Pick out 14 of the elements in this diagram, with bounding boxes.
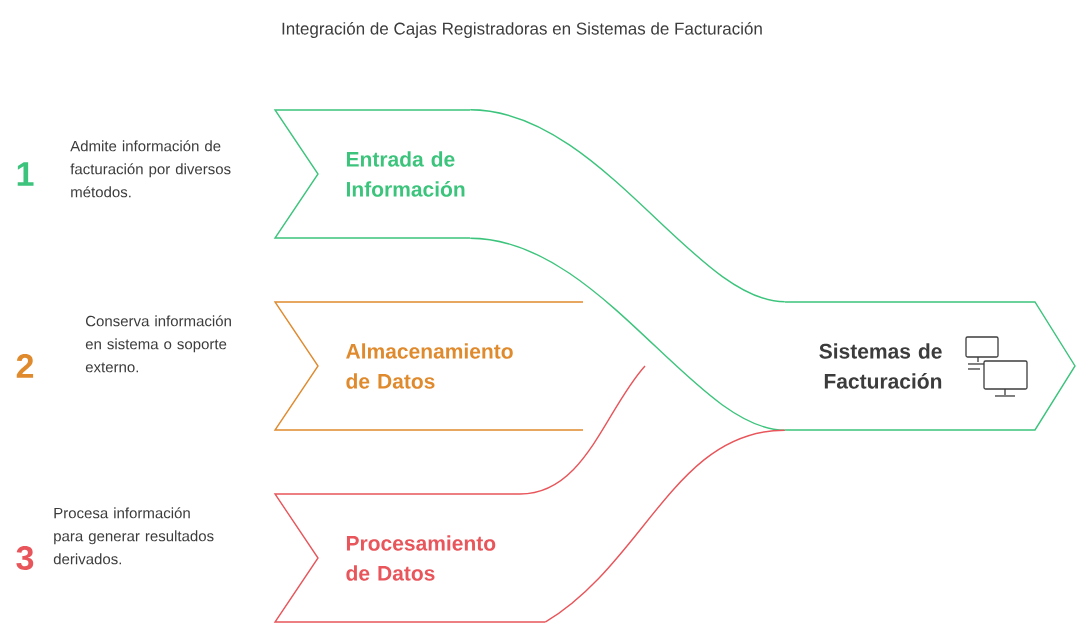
description: Admite información de facturación por diversos métodos. xyxy=(70,140,231,198)
description: Conserva información en sistema o soporte externo. xyxy=(85,315,231,373)
connector-curve xyxy=(544,429,786,623)
title: Integración de Cajas Registradoras en Sistemas de Facturación xyxy=(282,21,762,38)
step-number: 3 xyxy=(16,545,34,571)
connector-curve xyxy=(469,109,786,303)
chevron-band: Procesamiento de Datos xyxy=(273,493,546,623)
description: Procesa información para generar resultados derivados. xyxy=(53,507,214,565)
step-number: 1 xyxy=(17,162,34,186)
chevron-band: Entrada de Información xyxy=(273,109,471,239)
arrow-chevron: Sistemas de Facturación xyxy=(784,301,1076,431)
connector-curve xyxy=(469,237,786,431)
chevron-band: Almacenamiento de Datos xyxy=(273,301,584,431)
step-number: 2 xyxy=(16,354,34,378)
